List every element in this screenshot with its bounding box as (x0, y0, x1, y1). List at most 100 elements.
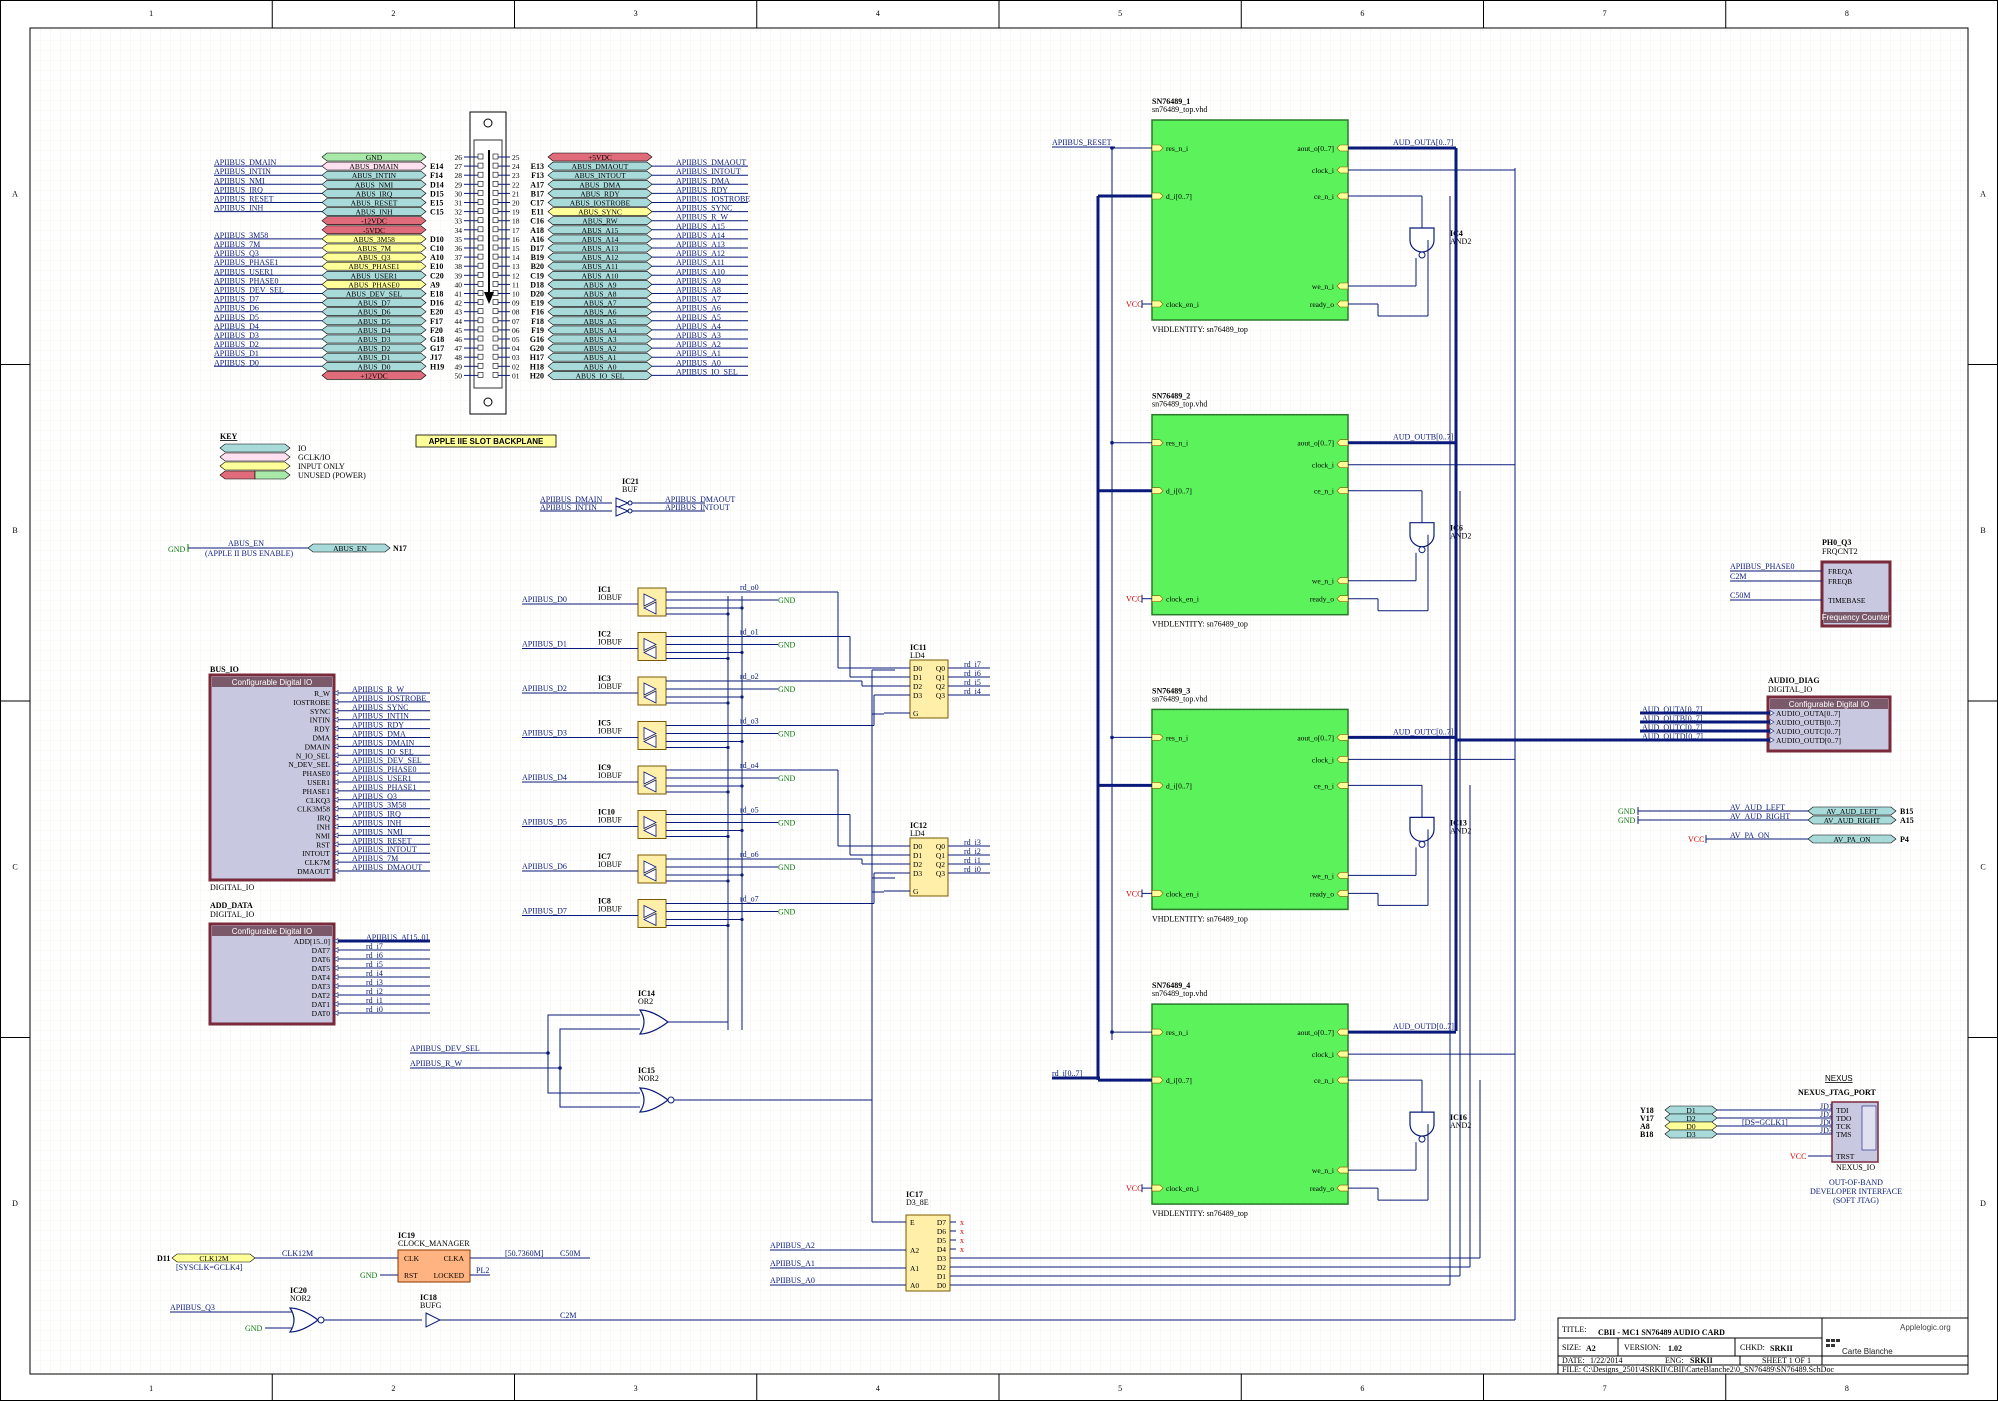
bp-left-label: ABUS_D1 (358, 353, 391, 362)
pin-port-icon (1151, 1184, 1164, 1192)
slot-pin (477, 217, 484, 223)
bp-left-label-shape (321, 352, 427, 362)
bp-left-num: 31 (455, 199, 463, 208)
latch-pin-in: D0 (913, 842, 922, 851)
bp-right-num: 14 (512, 253, 520, 262)
slot-pin (492, 326, 499, 333)
latch-pin-out: Q1 (936, 673, 945, 682)
bp-left-net: APIIBUS_D7 (214, 295, 259, 304)
sn-right-pin: ready_o (1310, 300, 1334, 309)
av-gnd: GND (1618, 807, 1636, 816)
bp-right-label: ABUS_A5 (584, 317, 617, 326)
bp-left-num: 43 (455, 308, 463, 317)
bus-io-ref: BUS_IO (210, 665, 239, 674)
bp-left-label: -12VDC (361, 217, 387, 226)
row-mark-right: B (1980, 526, 1985, 535)
audio-diag-type: DIGITAL_IO (1768, 685, 1812, 694)
bp-right-pin: F13 (531, 171, 544, 180)
iobuf-type: IOBUF (598, 727, 623, 736)
and-ref: IC16 (1450, 1113, 1467, 1122)
sn-right-pin: ready_o (1310, 889, 1334, 898)
slot-pin (477, 162, 484, 169)
bp-right-net: APIIBUS_A4 (676, 322, 721, 331)
logic-gates: IC14 OR2 IC15 NOR2 APIIBUS_DEV_SEL APIIB… (410, 669, 895, 1113)
add-data-pin: DAT4 (312, 973, 331, 982)
bp-left-label: ABUS_D6 (358, 308, 391, 317)
col-mark-top: 2 (391, 9, 395, 18)
add-data-net: rd_i1 (366, 996, 383, 1005)
add-data-net: rd_i2 (366, 987, 383, 996)
nexus-note-1: DEVELOPER INTERFACE (1810, 1187, 1902, 1196)
bp-left-num: 37 (455, 253, 463, 262)
sn-right-pin: clock_i (1312, 166, 1334, 175)
bp-left-net: APIIBUS_IRQ (214, 185, 263, 194)
bp-left-num: 49 (455, 362, 463, 371)
pin-port-icon (1336, 192, 1349, 200)
ic19-net: CLK12M (282, 1249, 313, 1258)
iobuf-in-net: APIIBUS_D2 (522, 684, 567, 693)
bp-left-num: 33 (455, 217, 463, 226)
pin-port-icon (1336, 1076, 1349, 1084)
nexus-label: D2 (1686, 1114, 1695, 1123)
slot-pin (492, 262, 499, 269)
bp-left-label: ABUS_3M58 (353, 235, 395, 244)
pin-port-icon (1336, 756, 1349, 763)
bp-left-label-shape (321, 334, 427, 344)
bp-left-label: ABUS_PHASE0 (348, 280, 400, 289)
bp-right-label: ABUS_A15 (582, 226, 619, 235)
pin-port-icon (1151, 487, 1164, 494)
audio-diag-pin: AUDIO_OUTD[0..7] (1776, 736, 1841, 745)
and-type: AND2 (1450, 237, 1471, 246)
bp-right-net: APIIBUS_R_W (676, 213, 728, 222)
bp-left-num: 35 (455, 235, 463, 244)
bp-right-pin: B17 (531, 189, 544, 198)
buffer-icon (643, 601, 657, 615)
sn-chip-body (1151, 708, 1349, 911)
bp-left-net: APIIBUS_D5 (214, 313, 259, 322)
ic19-clock-manager: IC19 CLOCK_MANAGER CLK RST CLKA LOCKED D… (157, 1231, 590, 1283)
bp-right-label: ABUS_A0 (584, 362, 617, 371)
sn-right-pin: ready_o (1310, 1184, 1334, 1193)
slot-pin (492, 235, 499, 242)
latch-type: LD4 (910, 829, 925, 838)
iobuf-ref: IC3 (598, 674, 611, 683)
col-mark-bottom: 6 (1360, 1384, 1364, 1393)
bp-left-num: 44 (455, 317, 463, 326)
key-io: IO (298, 444, 307, 453)
gate-in-rw: APIIBUS_R_W (410, 1059, 462, 1068)
sn-chip-name: SN76489_4 (1152, 981, 1190, 990)
bp-left-pin: A10 (430, 253, 444, 262)
pin-port-icon (1336, 782, 1349, 789)
frequency-counter: PH0_Q3 FRQCNT2 Frequency Counter FREQA F… (1730, 538, 1892, 628)
latch-pin-out: Q0 (936, 664, 945, 673)
bp-left-label: ABUS_PHASE1 (348, 262, 400, 271)
latch-net: rd_i4 (964, 687, 981, 696)
bp-right-pin: B20 (531, 262, 544, 271)
bus-io-pin: CLKQ3 (306, 796, 330, 805)
bp-right-num: 10 (512, 290, 520, 299)
bp-right-label: ABUS_IOSTROBE (570, 199, 631, 208)
latch-net: rd_i7 (964, 660, 981, 669)
latch-pin-in: D3 (913, 869, 922, 878)
bp-left-label: ABUS_D0 (358, 362, 391, 371)
iobuf-type: IOBUF (598, 816, 623, 825)
bus-io-pin: N_IO_SEL (296, 751, 331, 760)
bus-io-pin: SYNC (310, 707, 330, 716)
latch-pin-out: Q0 (936, 842, 945, 851)
row-mark-left: D (12, 1199, 18, 1208)
bp-right-num: 09 (512, 299, 520, 308)
sn-right-pin: aout_o[0..7] (1297, 733, 1334, 742)
sn-out-net: AUD_OUTA[0..7] (1393, 138, 1454, 147)
ic15-type: NOR2 (638, 1074, 659, 1083)
ic17-pin-out: D3 (937, 1254, 946, 1263)
iobuf-type: IOBUF (598, 905, 623, 914)
bus-io-net: APIIBUS_IOSTROBE (352, 694, 426, 703)
bp-right-label: ABUS_A6 (584, 308, 617, 317)
pin-port-icon (1336, 1050, 1349, 1058)
legend-key: KEY IO GCLK/IO INPUT ONLY UNUSED (POWER) (219, 432, 366, 480)
bp-left-net: APIIBUS_DMAIN (214, 158, 276, 167)
bp-right-net: APIIBUS_IO_SEL (676, 367, 738, 376)
bp-right-net: APIIBUS_A11 (676, 258, 725, 267)
